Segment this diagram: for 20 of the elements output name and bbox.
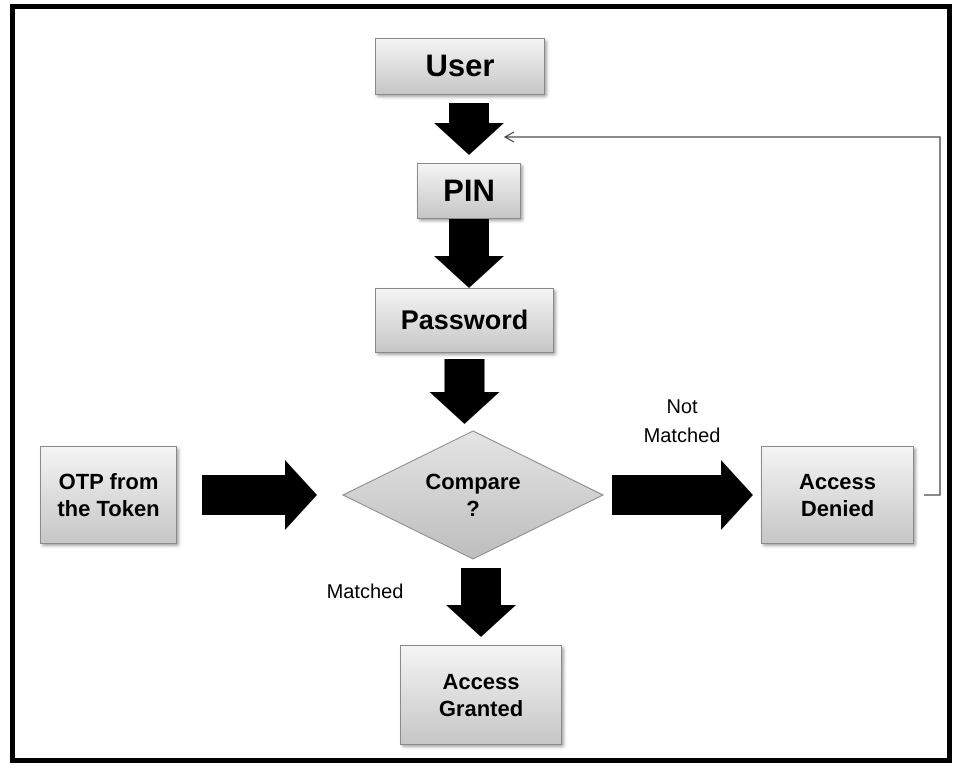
process-box (375, 38, 545, 95)
block-arrow (434, 219, 504, 288)
block-arrow (446, 568, 516, 637)
process-box (375, 288, 554, 353)
node-label: PIN (443, 172, 495, 210)
feedback-arrow (504, 131, 941, 496)
node-label: OTP from the Token (56, 468, 161, 522)
process-box (761, 446, 914, 544)
process-box (40, 446, 177, 544)
block-arrow (430, 359, 500, 424)
process-box (417, 163, 521, 219)
block-arrow (434, 103, 504, 155)
block-arrow (612, 460, 753, 530)
process-box (400, 645, 562, 745)
node-label: Compare ? (424, 468, 522, 522)
node-label: Password (400, 304, 528, 337)
node-label: Access Denied (798, 468, 878, 522)
node-label: User (426, 47, 494, 86)
node-label: Access Granted (438, 668, 524, 722)
block-arrow (202, 460, 317, 530)
